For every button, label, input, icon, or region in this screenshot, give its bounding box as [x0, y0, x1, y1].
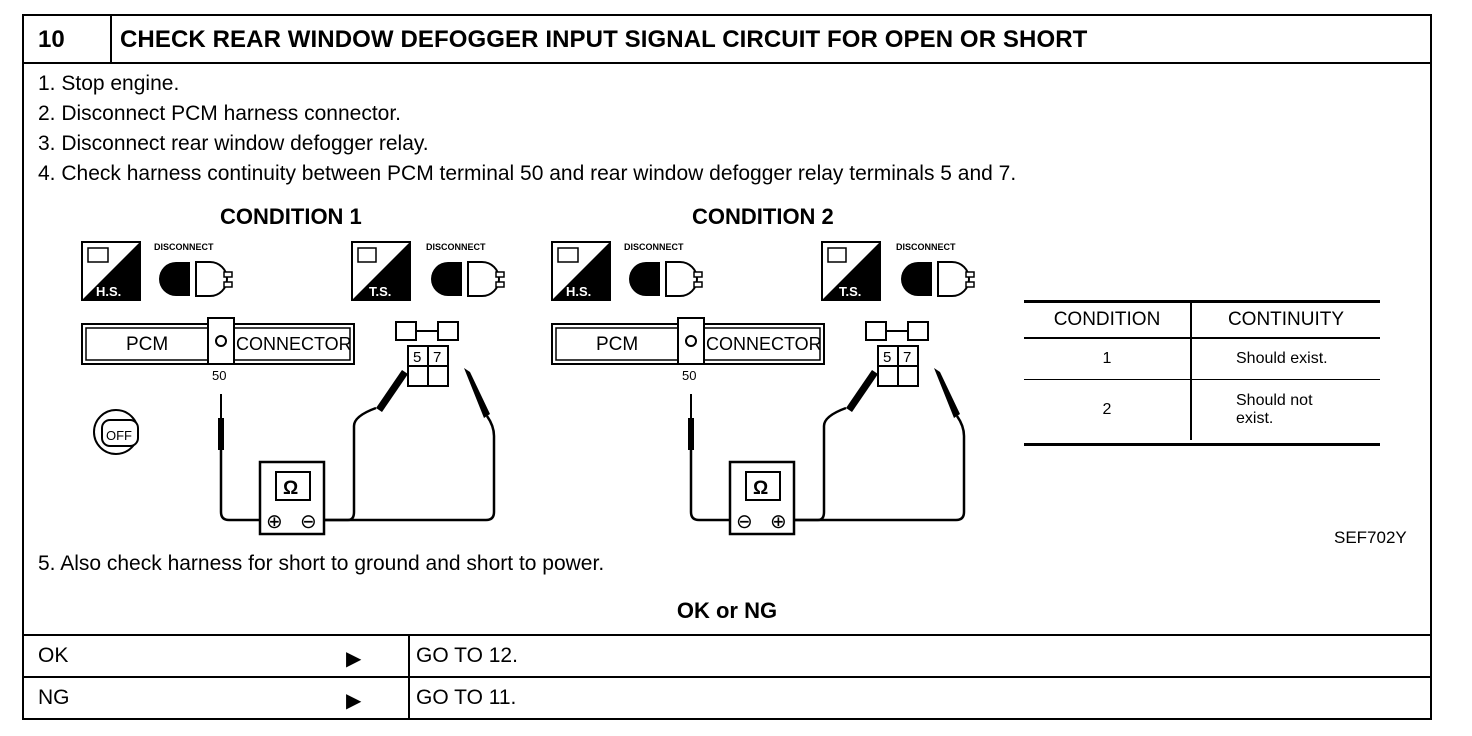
terminal-side-icon: T.S.	[821, 241, 881, 301]
step-number: 10	[38, 26, 65, 53]
continuity-line-2: exist.	[1236, 410, 1274, 427]
plus-terminal: ⊕	[266, 511, 283, 533]
pcm-terminal-number: 50	[682, 368, 696, 383]
pcm-label: PCM	[596, 334, 638, 355]
result-label: NG	[38, 686, 70, 709]
result-row-ng: NG ▶ GO TO 11.	[24, 676, 1430, 720]
table-row: 2 Should not exist.	[1024, 379, 1380, 441]
table-cell-continuity: Should exist.	[1191, 338, 1380, 380]
result-label: OK	[38, 644, 69, 667]
connector-label: CONNECTOR	[706, 334, 822, 354]
result-row-ok: OK ▶ GO TO 12.	[24, 634, 1430, 678]
pcm-connector: PCM CONNECTOR 50	[81, 317, 355, 383]
disconnect-icon: DISCONNECT	[426, 242, 505, 297]
table-header-condition: CONDITION	[1024, 303, 1192, 339]
ts-label: T.S.	[839, 284, 861, 299]
hs-label: H.S.	[96, 284, 121, 299]
instruction-2: 2. Disconnect PCM harness connector.	[38, 102, 402, 125]
defogger-relay: 5 7	[395, 321, 459, 387]
table-cell-condition: 2	[1024, 379, 1192, 440]
harness-side-icon: H.S.	[81, 241, 141, 301]
condition-2-title: CONDITION 2	[692, 204, 834, 229]
step-header: 10 CHECK REAR WINDOW DEFOGGER INPUT SIGN…	[24, 16, 1430, 64]
figure-code: SEF702Y	[1334, 528, 1407, 547]
terminal-side-icon: T.S.	[351, 241, 411, 301]
relay-terminal-5: 5	[883, 349, 891, 366]
plus-terminal: ⊕	[770, 511, 787, 533]
off-label: OFF	[106, 428, 132, 443]
result-action: GO TO 12.	[416, 644, 518, 667]
disconnect-label: DISCONNECT	[154, 242, 214, 252]
hs-label: H.S.	[566, 284, 591, 299]
table-row: 1 Should exist.	[1024, 338, 1380, 380]
instruction-4: 4. Check harness continuity between PCM …	[38, 162, 1017, 185]
arrow-right-icon: ▶	[346, 648, 362, 670]
ohm-symbol: Ω	[283, 478, 298, 499]
pcm-label: PCM	[126, 334, 168, 355]
continuity-table: CONDITION CONTINUITY 1 Should exist. 2 S…	[1024, 300, 1380, 446]
table-header-continuity: CONTINUITY	[1191, 303, 1380, 339]
connector-label: CONNECTOR	[236, 334, 352, 354]
arrow-right-icon: ▶	[346, 690, 362, 712]
tester-probes	[688, 368, 960, 450]
wiring-diagram: H.S. DISCONNECT T.S. DISCONNECT	[81, 241, 975, 536]
row-divider	[408, 678, 410, 720]
test-wires	[219, 406, 496, 522]
disconnect-icon: DISCONNECT	[154, 242, 233, 297]
diagnostic-step-frame: 10 CHECK REAR WINDOW DEFOGGER INPUT SIGN…	[22, 14, 1432, 720]
relay-terminal-5: 5	[413, 349, 421, 366]
result-action: GO TO 11.	[416, 686, 517, 709]
relay-terminal-7: 7	[903, 349, 911, 366]
table-cell-condition: 1	[1024, 338, 1192, 380]
instruction-1: 1. Stop engine.	[38, 72, 180, 95]
instruction-5: 5. Also check harness for short to groun…	[38, 552, 605, 575]
ts-label: T.S.	[369, 284, 391, 299]
ohmmeter: Ω ⊖ ⊕	[728, 460, 796, 536]
minus-terminal: ⊖	[736, 511, 753, 533]
pcm-connector: PCM CONNECTOR 50	[551, 317, 825, 383]
relay-terminal-7: 7	[433, 349, 441, 366]
result-heading: OK or NG	[676, 598, 778, 623]
test-wires	[689, 406, 966, 522]
ignition-off-icon: OFF	[93, 409, 139, 455]
disconnect-label: DISCONNECT	[896, 242, 956, 252]
ohm-symbol: Ω	[753, 478, 768, 499]
disconnect-label: DISCONNECT	[624, 242, 684, 252]
disconnect-icon: DISCONNECT	[896, 242, 975, 297]
defogger-relay: 5 7	[865, 321, 929, 387]
table-cell-continuity: Should not exist.	[1191, 380, 1380, 441]
continuity-line-1: Should not	[1236, 392, 1313, 409]
row-divider	[408, 636, 410, 678]
condition-2-diagram: H.S. DISCONNECT T.S. DISCONNECT	[551, 241, 975, 536]
condition-1-diagram: H.S. DISCONNECT T.S. DISCONNECT	[81, 241, 505, 536]
tester-probes	[218, 368, 490, 450]
disconnect-label: DISCONNECT	[426, 242, 486, 252]
header-divider	[110, 16, 112, 62]
disconnect-icon: DISCONNECT	[624, 242, 703, 297]
minus-terminal: ⊖	[300, 511, 317, 533]
condition-1-title: CONDITION 1	[220, 204, 362, 229]
step-title: CHECK REAR WINDOW DEFOGGER INPUT SIGNAL …	[120, 26, 1088, 53]
harness-side-icon: H.S.	[551, 241, 611, 301]
ohmmeter: Ω ⊕ ⊖	[258, 460, 326, 536]
pcm-terminal-number: 50	[212, 368, 226, 383]
instruction-3: 3. Disconnect rear window defogger relay…	[38, 132, 429, 155]
